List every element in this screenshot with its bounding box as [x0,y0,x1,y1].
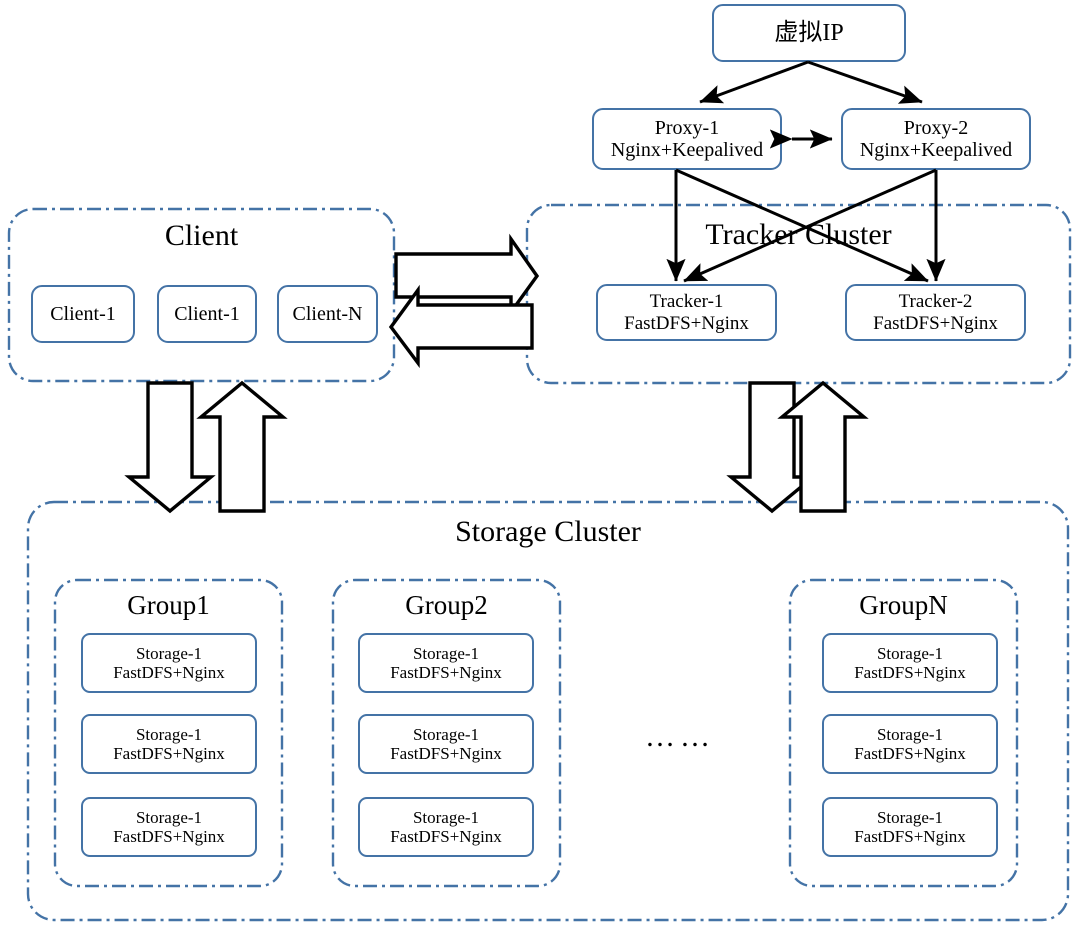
node-tracker-1-stack: FastDFS+Nginx [624,312,749,334]
groups-ellipsis: …… [645,720,715,753]
node-client-2[interactable]: Client-1 [157,285,257,343]
group2-title: Group2 [405,590,488,620]
node-proxy-1[interactable]: Proxy-1 Nginx+Keepalived [592,108,782,170]
node-group2-storage-3[interactable]: Storage-1 FastDFS+Nginx [358,797,534,857]
node-group2-storage-1-stack: FastDFS+Nginx [390,663,502,682]
node-virtual-ip[interactable]: 虚拟IP [712,4,906,62]
node-groupn-storage-1-stack: FastDFS+Nginx [854,663,966,682]
node-tracker-2-stack: FastDFS+Nginx [873,312,998,334]
node-proxy-2-stack: Nginx+Keepalived [859,139,1013,161]
block-arrow-tracker-to-client [388,284,534,369]
node-group1-storage-1-stack: FastDFS+Nginx [113,663,225,682]
node-tracker-1[interactable]: Tracker-1 FastDFS+Nginx [596,284,777,341]
node-group2-storage-1-name: Storage-1 [412,643,480,663]
node-proxy-1-name: Proxy-1 [654,116,720,139]
node-groupn-storage-2-name: Storage-1 [876,724,944,744]
node-group2-storage-3-name: Storage-1 [412,807,480,827]
node-tracker-2[interactable]: Tracker-2 FastDFS+Nginx [845,284,1026,341]
node-group1-storage-1-name: Storage-1 [135,643,203,663]
node-client-2-label: Client-1 [174,302,240,325]
block-arrow-storage-to-client [196,380,288,513]
node-groupn-storage-2-stack: FastDFS+Nginx [854,744,966,763]
node-group1-storage-1[interactable]: Storage-1 FastDFS+Nginx [81,633,257,693]
node-tracker-1-name: Tracker-1 [649,291,724,313]
node-groupn-storage-1[interactable]: Storage-1 FastDFS+Nginx [822,633,998,693]
node-groupn-storage-3[interactable]: Storage-1 FastDFS+Nginx [822,797,998,857]
arrow-vip-to-proxy1 [699,60,809,104]
node-group1-storage-3-stack: FastDFS+Nginx [113,827,225,846]
arrow-vip-to-proxy2 [807,60,923,104]
node-group2-storage-2-name: Storage-1 [412,724,480,744]
node-proxy-2[interactable]: Proxy-2 Nginx+Keepalived [841,108,1031,170]
block-arrow-tracker-to-storage [726,381,818,514]
node-tracker-2-name: Tracker-2 [898,291,973,313]
node-proxy-1-stack: Nginx+Keepalived [610,139,764,161]
node-group2-storage-1[interactable]: Storage-1 FastDFS+Nginx [358,633,534,693]
node-client-n[interactable]: Client-N [277,285,378,343]
node-group2-storage-3-stack: FastDFS+Nginx [390,827,502,846]
node-client-n-label: Client-N [292,302,363,325]
block-arrow-client-to-tracker [394,233,540,318]
node-client-1[interactable]: Client-1 [31,285,135,343]
node-group1-storage-2-stack: FastDFS+Nginx [113,744,225,763]
node-groupn-storage-3-stack: FastDFS+Nginx [854,827,966,846]
groupn-title: GroupN [859,590,948,620]
node-group1-storage-3-name: Storage-1 [135,807,203,827]
node-proxy-2-name: Proxy-2 [903,116,969,139]
client-cluster-title: Client [164,219,239,252]
storage-cluster-title: Storage Cluster [455,515,641,548]
node-group2-storage-2[interactable]: Storage-1 FastDFS+Nginx [358,714,534,774]
node-group1-storage-2[interactable]: Storage-1 FastDFS+Nginx [81,714,257,774]
node-group2-storage-2-stack: FastDFS+Nginx [390,744,502,763]
group1-title: Group1 [127,590,210,620]
node-group1-storage-2-name: Storage-1 [135,724,203,744]
node-groupn-storage-1-name: Storage-1 [876,643,944,663]
storage-cluster-border [26,500,1070,922]
node-groupn-storage-2[interactable]: Storage-1 FastDFS+Nginx [822,714,998,774]
node-client-1-label: Client-1 [50,302,116,325]
node-virtual-ip-label: 虚拟IP [774,19,844,46]
block-arrow-client-to-storage [124,381,216,514]
tracker-cluster-title: Tracker Cluster [705,218,892,251]
node-groupn-storage-3-name: Storage-1 [876,807,944,827]
block-arrow-storage-to-tracker [777,380,869,513]
node-group1-storage-3[interactable]: Storage-1 FastDFS+Nginx [81,797,257,857]
